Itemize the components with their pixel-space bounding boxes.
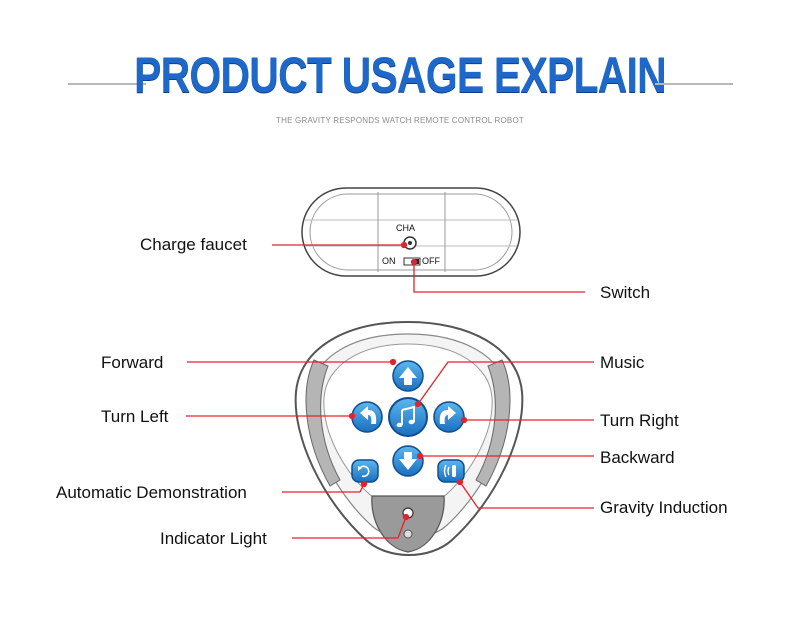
callout-lines xyxy=(186,241,594,539)
label-music: Music xyxy=(600,353,645,372)
gravity-icon xyxy=(443,464,456,478)
label-switch: Switch xyxy=(600,283,651,302)
port-label: CHA xyxy=(396,223,416,233)
watch-top-view xyxy=(301,187,521,277)
page-subtitle: THE GRAVITY RESPONDS WATCH REMOTE CONTRO… xyxy=(276,116,524,125)
switch-on-label: ON xyxy=(382,256,396,266)
arrow-down-icon xyxy=(399,452,417,470)
label-turn-right: Turn Right xyxy=(600,411,679,430)
header: PRODUCT USAGE EXPLAIN xyxy=(0,46,800,106)
arrow-left-icon xyxy=(360,406,377,424)
label-gravity-induction: Gravity Induction xyxy=(600,498,728,517)
auto-demo-icon xyxy=(358,465,370,478)
label-automatic-demonstration: Automatic Demonstration xyxy=(56,483,247,502)
controller-body xyxy=(294,320,524,556)
label-turn-left: Turn Left xyxy=(101,407,169,426)
label-indicator-light: Indicator Light xyxy=(160,529,267,548)
label-forward: Forward xyxy=(101,353,164,372)
title-rule-right xyxy=(655,83,733,85)
label-backward: Backward xyxy=(600,448,675,467)
arrow-up-icon xyxy=(399,367,417,385)
forward-button[interactable] xyxy=(392,360,424,392)
label-charge-faucet: Charge faucet xyxy=(140,235,247,254)
arrow-right-icon xyxy=(439,406,456,424)
turn-right-button[interactable] xyxy=(433,401,465,433)
page-title: PRODUCT USAGE EXPLAIN xyxy=(134,47,667,103)
backward-button[interactable] xyxy=(392,445,424,477)
music-button[interactable] xyxy=(388,397,428,437)
switch-off-label: OFF xyxy=(422,256,440,266)
automatic-demonstration-button[interactable] xyxy=(351,459,379,483)
title-rule-left xyxy=(68,83,146,85)
turn-left-button[interactable] xyxy=(351,401,383,433)
gravity-induction-button[interactable] xyxy=(437,459,465,483)
